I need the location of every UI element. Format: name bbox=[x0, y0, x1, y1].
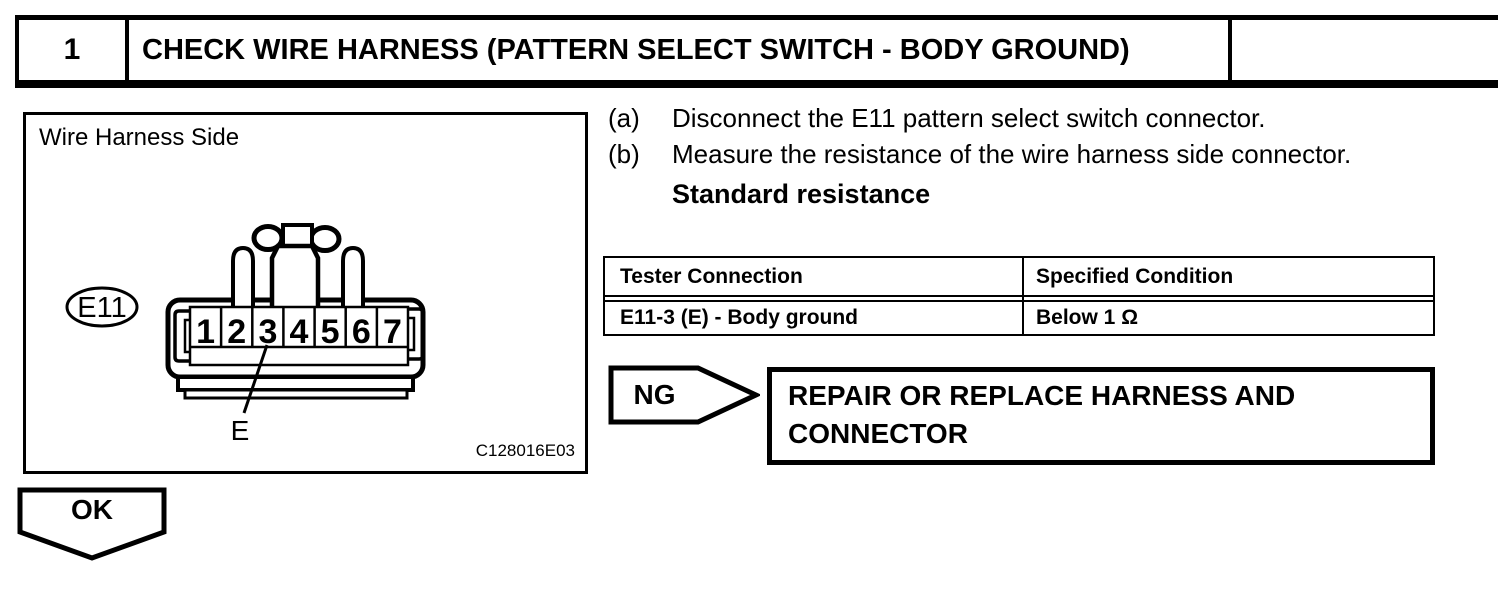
ng-arrow: NG bbox=[608, 365, 762, 425]
connector-id-ellipse bbox=[65, 286, 139, 328]
terminal-label: E bbox=[231, 415, 250, 446]
pin-1-label: 1 bbox=[196, 313, 215, 351]
ng-arrow-icon bbox=[608, 365, 762, 425]
ng-label: NG bbox=[633, 379, 676, 410]
ng-arrow-shape bbox=[608, 365, 762, 425]
pin-3-label: 3 bbox=[258, 313, 277, 351]
lock-column bbox=[269, 243, 321, 307]
instruction-marker: (a) bbox=[608, 103, 640, 133]
header-bottom-rule bbox=[15, 80, 1498, 88]
ok-arrow: OK bbox=[17, 487, 167, 563]
spec-table-column-divider bbox=[1022, 258, 1024, 334]
pin-5-label: 5 bbox=[321, 313, 340, 351]
connector-diagram-icon: E11 1 2 3 4 5 6 7 bbox=[65, 223, 575, 460]
step-number: 1 bbox=[15, 20, 129, 80]
pin-6-label: 6 bbox=[352, 313, 371, 351]
specified-condition-value: Below 1 Ω bbox=[1036, 306, 1139, 329]
instruction-marker: (b) bbox=[608, 139, 640, 169]
spec-table: Tester Connection Specified Condition E1… bbox=[603, 256, 1435, 336]
standard-resistance-heading: Standard resistance bbox=[672, 179, 931, 209]
lock-ear-right bbox=[308, 225, 342, 253]
pin-7-label: 7 bbox=[383, 313, 402, 351]
side-clip-right bbox=[406, 307, 425, 361]
base-strip-2 bbox=[183, 388, 409, 400]
instruction-item-a: (a) Disconnect the E11 pattern select sw… bbox=[608, 100, 1378, 136]
ok-label: OK bbox=[71, 494, 113, 525]
spec-table-header-condition: Specified Condition bbox=[1036, 264, 1234, 288]
figure-panel: Wire Harness Side E11 1 2 bbox=[23, 112, 588, 474]
pin-4-label: 4 bbox=[290, 313, 309, 351]
base-strip-1 bbox=[176, 375, 415, 392]
side-clip-right-inner bbox=[406, 316, 416, 352]
side-clip-left bbox=[173, 309, 192, 363]
lock-cap bbox=[281, 223, 314, 248]
figure-caption: Wire Harness Side bbox=[39, 124, 240, 151]
instruction-item-b: (b) Measure the resistance of the wire h… bbox=[608, 136, 1378, 172]
instructions: (a) Disconnect the E11 pattern select sw… bbox=[608, 100, 1378, 212]
instruction-text: Measure the resistance of the wire harne… bbox=[672, 139, 1352, 169]
step-title: CHECK WIRE HARNESS (PATTERN SELECT SWITC… bbox=[129, 20, 1232, 80]
prong-right bbox=[341, 245, 365, 307]
figure-code: C128016E03 bbox=[476, 441, 575, 460]
ok-arrow-shape bbox=[17, 487, 167, 561]
ok-arrow-icon bbox=[17, 487, 167, 561]
ng-action-box: REPAIR OR REPLACE HARNESS AND CONNECTOR bbox=[767, 367, 1435, 465]
spec-table-row: E11-3 (E) - Body ground Below 1 Ω bbox=[605, 302, 1433, 334]
terminal-leader-line bbox=[242, 344, 269, 414]
side-clip-left-inner bbox=[183, 318, 192, 354]
spec-table-header-tester: Tester Connection bbox=[620, 264, 803, 288]
prong-left bbox=[231, 245, 255, 307]
connector-id-label: E11 bbox=[77, 292, 126, 324]
tester-connection-value: E11-3 (E) - Body ground bbox=[620, 306, 859, 329]
instruction-text: Disconnect the E11 pattern select switch… bbox=[672, 103, 1266, 133]
spec-table-double-rule bbox=[605, 295, 1433, 302]
header-row: 1 CHECK WIRE HARNESS (PATTERN SELECT SWI… bbox=[15, 20, 1498, 80]
pin-2-label: 2 bbox=[227, 313, 246, 351]
spec-table-header-row: Tester Connection Specified Condition bbox=[605, 258, 1433, 295]
header-top-rule bbox=[15, 15, 1498, 20]
cavity-block bbox=[188, 305, 410, 367]
step-header: 1 CHECK WIRE HARNESS (PATTERN SELECT SWI… bbox=[15, 15, 1498, 88]
